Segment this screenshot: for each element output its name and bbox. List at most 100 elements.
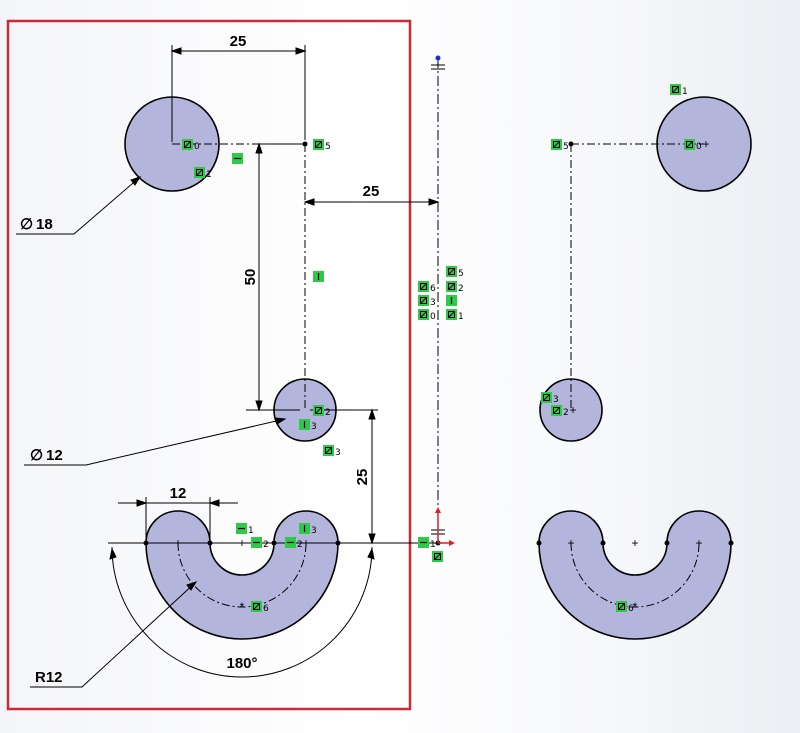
dimension-label-180[interactable]: 180° bbox=[226, 655, 257, 672]
relation-index-label: 2 bbox=[563, 408, 569, 418]
diameter-symbol-18[interactable]: ∅ bbox=[20, 216, 33, 233]
relation-index-label: 3 bbox=[311, 526, 317, 536]
coincident-relation-icon[interactable]: 0 bbox=[684, 139, 702, 152]
dimension-label-25-vertical[interactable]: 25 bbox=[354, 469, 371, 486]
leader-radius-12[interactable] bbox=[30, 581, 198, 688]
center-mark: + bbox=[238, 536, 245, 550]
center-mark: + bbox=[567, 536, 574, 550]
center-mark: + bbox=[174, 536, 181, 550]
relation-index-label: 3 bbox=[430, 298, 436, 308]
dimension-vertical-25[interactable] bbox=[310, 408, 378, 545]
relation-index-label: 5 bbox=[458, 269, 464, 279]
relation-index-label: 0 bbox=[194, 142, 200, 152]
dimension-label-diameter-18[interactable]: 18 bbox=[36, 216, 53, 233]
horizontal-relation-icon[interactable]: 2 bbox=[285, 537, 303, 550]
relation-index-label: 1 bbox=[430, 540, 436, 550]
vertical-relation-icon[interactable] bbox=[313, 271, 324, 282]
coincident-relation-icon[interactable]: 2 bbox=[313, 405, 331, 418]
coincident-relation-icon[interactable]: 1 bbox=[446, 309, 464, 322]
sketch-point[interactable] bbox=[728, 540, 734, 546]
sketch-point[interactable] bbox=[600, 540, 606, 546]
sketch-point[interactable] bbox=[271, 540, 277, 546]
dimension-label-50[interactable]: 50 bbox=[242, 269, 259, 286]
coincident-relation-icon[interactable]: 1 bbox=[194, 167, 212, 180]
coincident-relation-icon[interactable]: 0 bbox=[182, 139, 200, 152]
coincident-relation-icon[interactable]: 0 bbox=[418, 309, 436, 322]
relation-index-label: 1 bbox=[458, 312, 464, 322]
relation-index-label: 6 bbox=[430, 284, 436, 294]
sketch-point[interactable] bbox=[664, 540, 670, 546]
relation-index-label: 3 bbox=[311, 422, 317, 432]
right-sketch: + + + + + * bbox=[536, 96, 752, 640]
sketch-point[interactable] bbox=[207, 540, 213, 546]
coincident-relation-icon[interactable]: 3 bbox=[541, 392, 559, 405]
dimension-top-25[interactable] bbox=[170, 45, 307, 142]
vertical-relation-icon[interactable]: 3 bbox=[299, 419, 317, 432]
dimension-label-diameter-12[interactable]: 12 bbox=[46, 447, 63, 464]
dimension-label-mid[interactable]: 25 bbox=[363, 183, 380, 200]
dimension-label-top[interactable]: 25 bbox=[230, 33, 247, 50]
horizontal-relation-icon[interactable]: 1 bbox=[418, 537, 436, 550]
relation-index-label: 3 bbox=[335, 448, 341, 458]
coincident-relation-icon[interactable]: 5 bbox=[551, 139, 569, 152]
sketch-point[interactable] bbox=[335, 540, 341, 546]
dimension-slot-12[interactable] bbox=[118, 497, 238, 540]
left-sketch: + + + * 25 25 50 bbox=[16, 33, 440, 688]
coincident-relation-icon[interactable]: 5 bbox=[446, 266, 464, 279]
arc-midpoint-mark: * bbox=[633, 600, 638, 614]
coincident-relation-icon[interactable]: 6 bbox=[616, 601, 634, 614]
horizontal-relation-icon[interactable]: 2 bbox=[251, 537, 269, 550]
sketch-point[interactable] bbox=[536, 540, 542, 546]
sketch-point[interactable] bbox=[568, 141, 574, 147]
origin-icon bbox=[435, 507, 455, 546]
relation-index-label: 1 bbox=[682, 87, 688, 97]
horizontal-relation-icon[interactable]: 1 bbox=[236, 523, 254, 536]
coincident-relation-icon[interactable]: 6 bbox=[418, 281, 436, 294]
sketch-point[interactable] bbox=[302, 141, 308, 147]
relation-index-label: 2 bbox=[458, 284, 464, 294]
coincident-relation-icon[interactable]: 2 bbox=[551, 405, 569, 418]
vertical-relation-icon[interactable] bbox=[446, 295, 457, 306]
leader-diameter-18[interactable] bbox=[16, 176, 142, 235]
relation-index-label: 5 bbox=[563, 142, 569, 152]
dimension-angle-180[interactable] bbox=[109, 546, 375, 678]
relation-index-label: 6 bbox=[263, 604, 269, 614]
center-mark: + bbox=[569, 403, 576, 417]
vertical-relation-icon[interactable]: 3 bbox=[299, 523, 317, 536]
relation-index-label: 5 bbox=[325, 142, 331, 152]
relation-index-label: 2 bbox=[297, 540, 303, 550]
center-mark: + bbox=[702, 137, 709, 151]
relation-index-label: 1 bbox=[248, 526, 254, 536]
coincident-relation-icon[interactable]: 3 bbox=[323, 445, 341, 458]
center-mark: + bbox=[631, 536, 638, 550]
axis-end-point[interactable] bbox=[435, 55, 441, 61]
sketch-point[interactable] bbox=[143, 540, 149, 546]
relation-index-label: 0 bbox=[696, 142, 702, 152]
arc-midpoint-mark: * bbox=[240, 600, 245, 614]
horizontal-relation-icon[interactable] bbox=[232, 153, 243, 164]
center-mark: + bbox=[302, 536, 309, 550]
dimension-label-12[interactable]: 12 bbox=[170, 485, 187, 502]
mirrored-construction-arc[interactable] bbox=[570, 542, 700, 608]
relation-index-label: 6 bbox=[628, 604, 634, 614]
coincident-relation-icon[interactable]: 3 bbox=[418, 295, 436, 308]
coincident-relation-icon[interactable]: 5 bbox=[313, 139, 331, 152]
diameter-symbol-12[interactable]: ∅ bbox=[30, 447, 43, 464]
mirrored-slot-arc-shape[interactable] bbox=[538, 510, 732, 640]
center-mark: + bbox=[695, 536, 702, 550]
relation-index-label: 1 bbox=[206, 170, 212, 180]
leader-diameter-12[interactable] bbox=[24, 417, 287, 466]
selection-box bbox=[6, 19, 412, 711]
dimension-mid-25[interactable] bbox=[303, 198, 440, 206]
coincident-relation-icon[interactable] bbox=[432, 551, 443, 562]
relation-index-label: 3 bbox=[553, 395, 559, 405]
construction-arc-slot-center[interactable] bbox=[177, 542, 307, 608]
coincident-relation-icon[interactable]: 6 bbox=[251, 601, 269, 614]
coincident-relation-icon[interactable]: 2 bbox=[446, 281, 464, 294]
relation-index-label: 0 bbox=[430, 312, 436, 322]
dimension-vertical-50[interactable] bbox=[246, 142, 300, 412]
coincident-relation-icon[interactable]: 1 bbox=[670, 84, 688, 97]
dimension-label-r12[interactable]: R12 bbox=[35, 669, 63, 686]
